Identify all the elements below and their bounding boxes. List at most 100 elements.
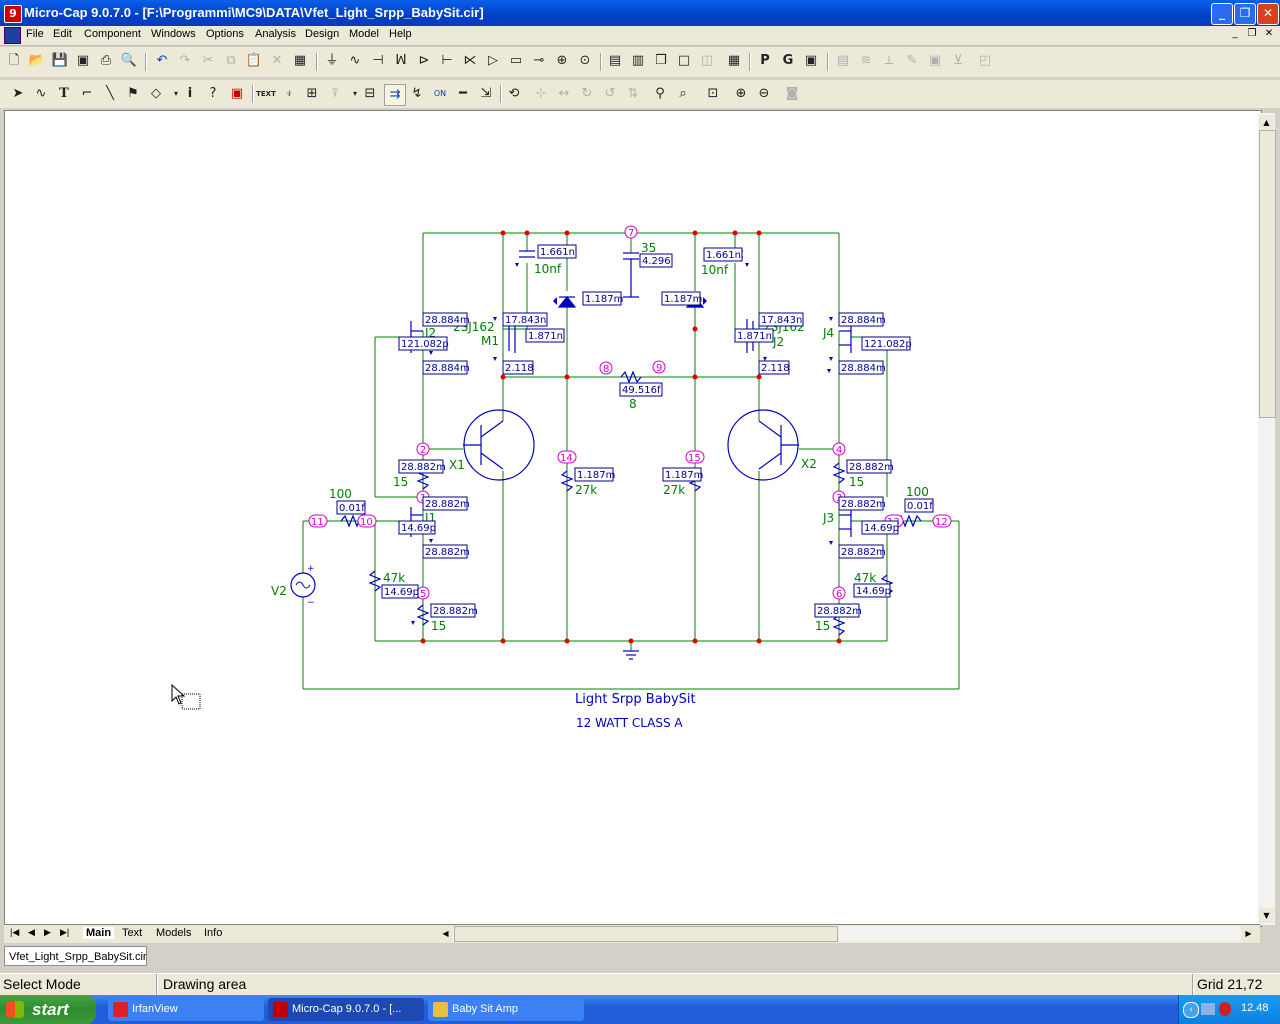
disabled-tool-2-icon[interactable]: ≋ (860, 53, 872, 68)
tab-models[interactable]: Models (156, 927, 192, 939)
start-button[interactable]: start (0, 995, 96, 1024)
disabled-tool-4-icon[interactable]: ✎ (906, 53, 918, 68)
menu-options[interactable]: Options (206, 28, 244, 40)
schematic[interactable]: + − 7 8 9 2 4 14 15 11 10 12 6 5 1 3 13 … (5, 111, 1261, 926)
mdi-close-button[interactable]: ✕ (1264, 28, 1274, 39)
resistor-icon[interactable]: ∿ (349, 53, 361, 68)
split-icon[interactable]: ◫ (700, 53, 714, 68)
drawing-area[interactable]: + − 7 8 9 2 4 14 15 11 10 12 6 5 1 3 13 … (4, 110, 1262, 927)
rotate-icon[interactable]: ↻ (581, 86, 593, 101)
component-icon[interactable]: ▦ (293, 53, 307, 68)
maximize-button[interactable]: ❐ (1234, 3, 1256, 25)
minimize-button[interactable]: _ (1211, 3, 1233, 25)
menu-edit[interactable]: Edit (53, 28, 72, 40)
open-file-icon[interactable]: 📂 (28, 53, 46, 68)
switch-icon[interactable]: ⊸ (533, 53, 545, 68)
tile-vertical-icon[interactable]: ▥ (631, 53, 645, 68)
help-mode-icon[interactable]: ? (209, 86, 217, 101)
next-page-icon[interactable]: ▶ (44, 927, 51, 937)
text-toggle-icon[interactable]: TEXT (256, 90, 276, 98)
zoom-in-icon[interactable]: ⊕ (735, 86, 747, 101)
current-display-icon[interactable]: ↯ (411, 86, 423, 101)
binoculars-icon[interactable]: ⌕ (679, 86, 687, 101)
tab-text[interactable]: Text (122, 927, 143, 939)
node-numbers-icon[interactable]: ⍖ (285, 86, 293, 101)
current-source-icon[interactable]: ⊕ (556, 53, 568, 68)
prev-page-icon[interactable]: ◀ (28, 927, 35, 937)
capacitor-icon[interactable]: ⊣ (372, 53, 384, 68)
rotate-back-icon[interactable]: ↺ (604, 86, 616, 101)
disabled-tool-5-icon[interactable]: ▣ (928, 53, 942, 68)
properties-icon[interactable]: ▣ (804, 53, 818, 68)
last-page-icon[interactable]: ▶| (60, 927, 70, 937)
tray-expand-icon[interactable]: ‹ (1183, 1002, 1199, 1018)
menu-file[interactable]: File (26, 28, 44, 40)
camera-icon[interactable]: ◙ (785, 86, 799, 101)
opamp-icon[interactable]: ▷ (488, 53, 498, 68)
flip-v-icon[interactable]: ⇅ (627, 86, 639, 101)
macro-icon[interactable]: ▭ (509, 53, 523, 68)
on-off-icon[interactable]: ON (433, 89, 447, 98)
scroll-up-icon[interactable]: ▲ (1259, 115, 1274, 130)
dropdown-arrow-2-icon[interactable]: ▾ (352, 89, 357, 98)
probe-g-icon[interactable]: G (782, 53, 794, 68)
print-preview-icon[interactable]: 🔍 (120, 53, 138, 68)
delete-icon[interactable]: ✕ (271, 53, 283, 68)
align-icon[interactable]: ⊹ (535, 86, 547, 101)
window-icon[interactable]: □ (677, 53, 691, 68)
diode-icon[interactable]: ⊳ (418, 53, 430, 68)
save-all-icon[interactable]: ▣ (76, 53, 90, 68)
copy-icon[interactable]: ⧉ (226, 53, 236, 68)
voltage-display-icon[interactable]: ⇉ (384, 84, 406, 106)
scroll-left-icon[interactable]: ◀ (438, 926, 453, 941)
find-icon[interactable]: ⚲ (655, 86, 665, 101)
attribute-icon[interactable]: ⊞ (306, 86, 318, 101)
mirror-h-icon[interactable]: ↔ (558, 86, 570, 101)
vertical-scroll-thumb[interactable] (1259, 130, 1276, 418)
menu-help[interactable]: Help (389, 28, 412, 40)
select-mode-icon[interactable]: ➤ (12, 86, 24, 101)
calculator-icon[interactable]: ▦ (727, 53, 741, 68)
battery-icon[interactable]: ⊢ (441, 53, 453, 68)
redo-icon[interactable]: ↷ (179, 53, 191, 68)
disabled-tool-6-icon[interactable]: ⊻ (953, 53, 963, 68)
new-file-icon[interactable]: 🗋 (8, 53, 20, 68)
disabled-tool-1-icon[interactable]: ▤ (836, 53, 850, 68)
microcap-icon[interactable]: 9 (4, 5, 22, 23)
horizontal-scroll-thumb[interactable] (454, 926, 838, 942)
first-page-icon[interactable]: |◀ (10, 927, 20, 937)
inductor-icon[interactable]: ꟽ (395, 53, 407, 68)
paste-icon[interactable]: 📋 (245, 53, 263, 68)
grid-text-icon[interactable]: ⊟ (364, 86, 376, 101)
tab-info[interactable]: Info (204, 927, 223, 939)
antivirus-icon[interactable] (1219, 1002, 1231, 1016)
info-icon[interactable]: i (187, 86, 193, 101)
undo-icon[interactable]: ↶ (156, 53, 168, 68)
disabled-tool-3-icon[interactable]: ⟂ (884, 53, 894, 68)
scroll-down-icon[interactable]: ▼ (1259, 908, 1274, 923)
document-icon[interactable] (4, 27, 21, 44)
menu-model[interactable]: Model (349, 28, 379, 40)
point-tag-icon[interactable]: ▣ (230, 86, 244, 101)
close-button[interactable]: ✕ (1257, 3, 1279, 25)
print-icon[interactable]: ⎙ (100, 53, 112, 68)
transistor-icon[interactable]: ⋉ (463, 53, 477, 68)
zoom-out-icon[interactable]: ⊖ (758, 86, 770, 101)
tile-horizontal-icon[interactable]: ▤ (608, 53, 622, 68)
document-tab[interactable]: Vfet_Light_Srpp_BabySit.cir (4, 946, 147, 966)
scroll-right-icon[interactable]: ▶ (1241, 926, 1256, 941)
taskbar-item-microcap[interactable]: Micro-Cap 9.0.7.0 - [... (268, 998, 424, 1021)
menu-component[interactable]: Component (84, 28, 141, 40)
mdi-minimize-button[interactable]: _ (1232, 28, 1238, 39)
horizontal-scrollbar[interactable]: ◀ ▶ (438, 926, 1256, 942)
component-mode-icon[interactable]: ∿ (35, 86, 47, 101)
flag-icon[interactable]: ⚑ (127, 86, 139, 101)
wire-display-icon[interactable]: ━ (459, 86, 467, 101)
disabled-tool-7-icon[interactable]: ◰ (978, 53, 992, 68)
mdi-restore-button[interactable]: ❐ (1247, 28, 1257, 39)
ground-icon[interactable]: ⏚ (325, 53, 339, 68)
text-mode-icon[interactable]: T (59, 86, 69, 101)
menu-windows[interactable]: Windows (151, 28, 196, 40)
taskbar-item-babysit[interactable]: Baby Sit Amp (428, 998, 584, 1021)
cascade-icon[interactable]: ❒ (655, 53, 667, 68)
